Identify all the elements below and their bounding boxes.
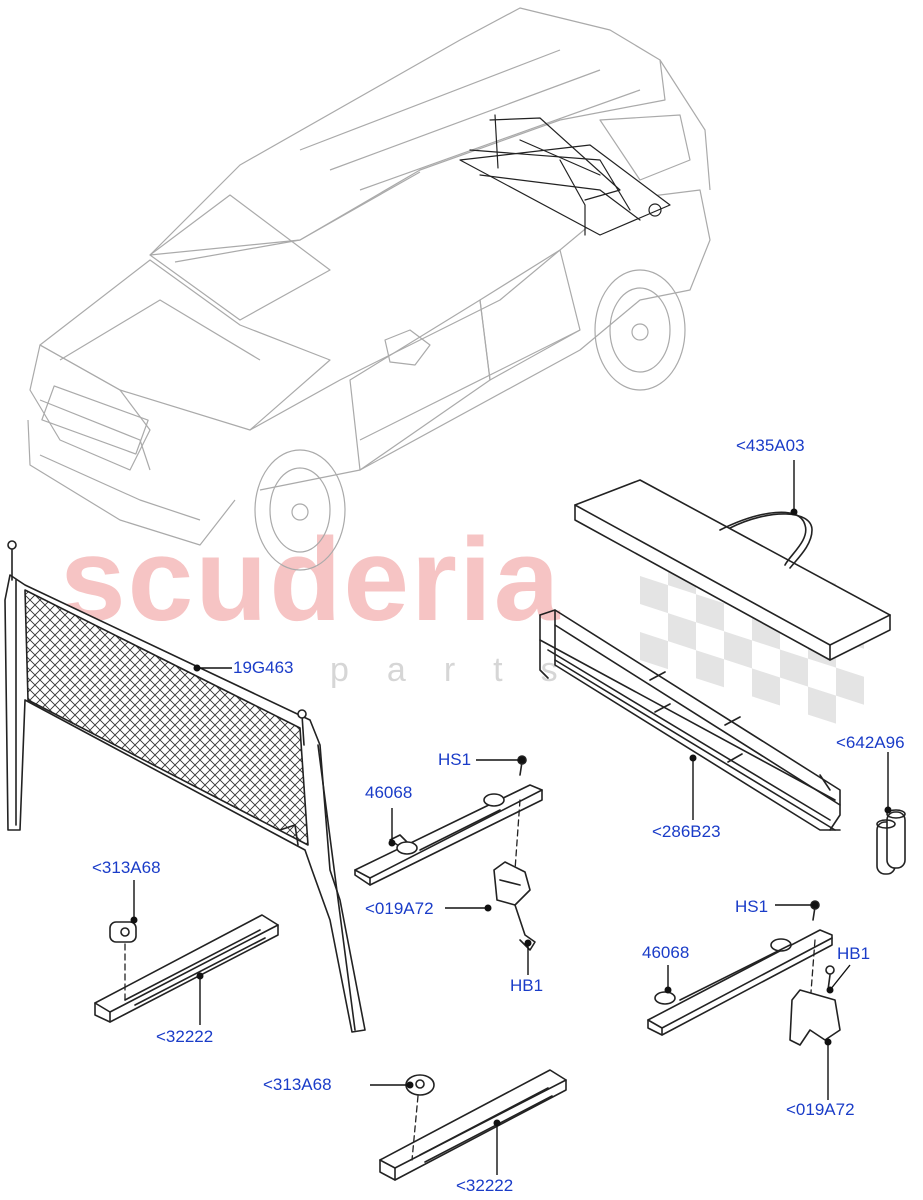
label-46068-b[interactable]: 46068: [642, 943, 690, 962]
floor-rail-a: [94, 914, 279, 1023]
label-313a68-b[interactable]: <313A68: [263, 1075, 332, 1094]
cargo-cover-box: [574, 479, 891, 661]
label-286b23[interactable]: <286B23: [652, 822, 721, 841]
net-partition: [4, 540, 366, 1033]
label-019a72-b[interactable]: <019A72: [786, 1100, 855, 1119]
rail-assembly-a: [354, 755, 543, 951]
label-hs1-a[interactable]: HS1: [438, 750, 472, 769]
label-642a96[interactable]: <642A96: [836, 733, 905, 752]
label-019a72-a[interactable]: <019A72: [365, 899, 434, 918]
watermark-sub: parts: [330, 651, 596, 689]
watermark-brand: scuderia: [60, 514, 562, 646]
canister-part: [876, 809, 906, 875]
rail-assembly-b: [647, 900, 841, 1046]
label-313a68-a[interactable]: <313A68: [92, 858, 161, 877]
vehicle-rack-detail: [459, 114, 671, 236]
label-hb1-a[interactable]: HB1: [510, 976, 544, 995]
label-32222-a[interactable]: <32222: [156, 1027, 214, 1046]
label-19g463[interactable]: 19G463: [233, 658, 294, 677]
label-hs1-b[interactable]: HS1: [735, 897, 769, 916]
divider-rails: [539, 609, 841, 831]
label-hb1-b[interactable]: HB1: [837, 944, 871, 963]
label-46068-a[interactable]: 46068: [365, 783, 413, 802]
label-32222-b[interactable]: <32222: [456, 1176, 514, 1195]
vehicle-outline: [27, 7, 711, 571]
label-435a03[interactable]: <435A03: [736, 436, 805, 455]
